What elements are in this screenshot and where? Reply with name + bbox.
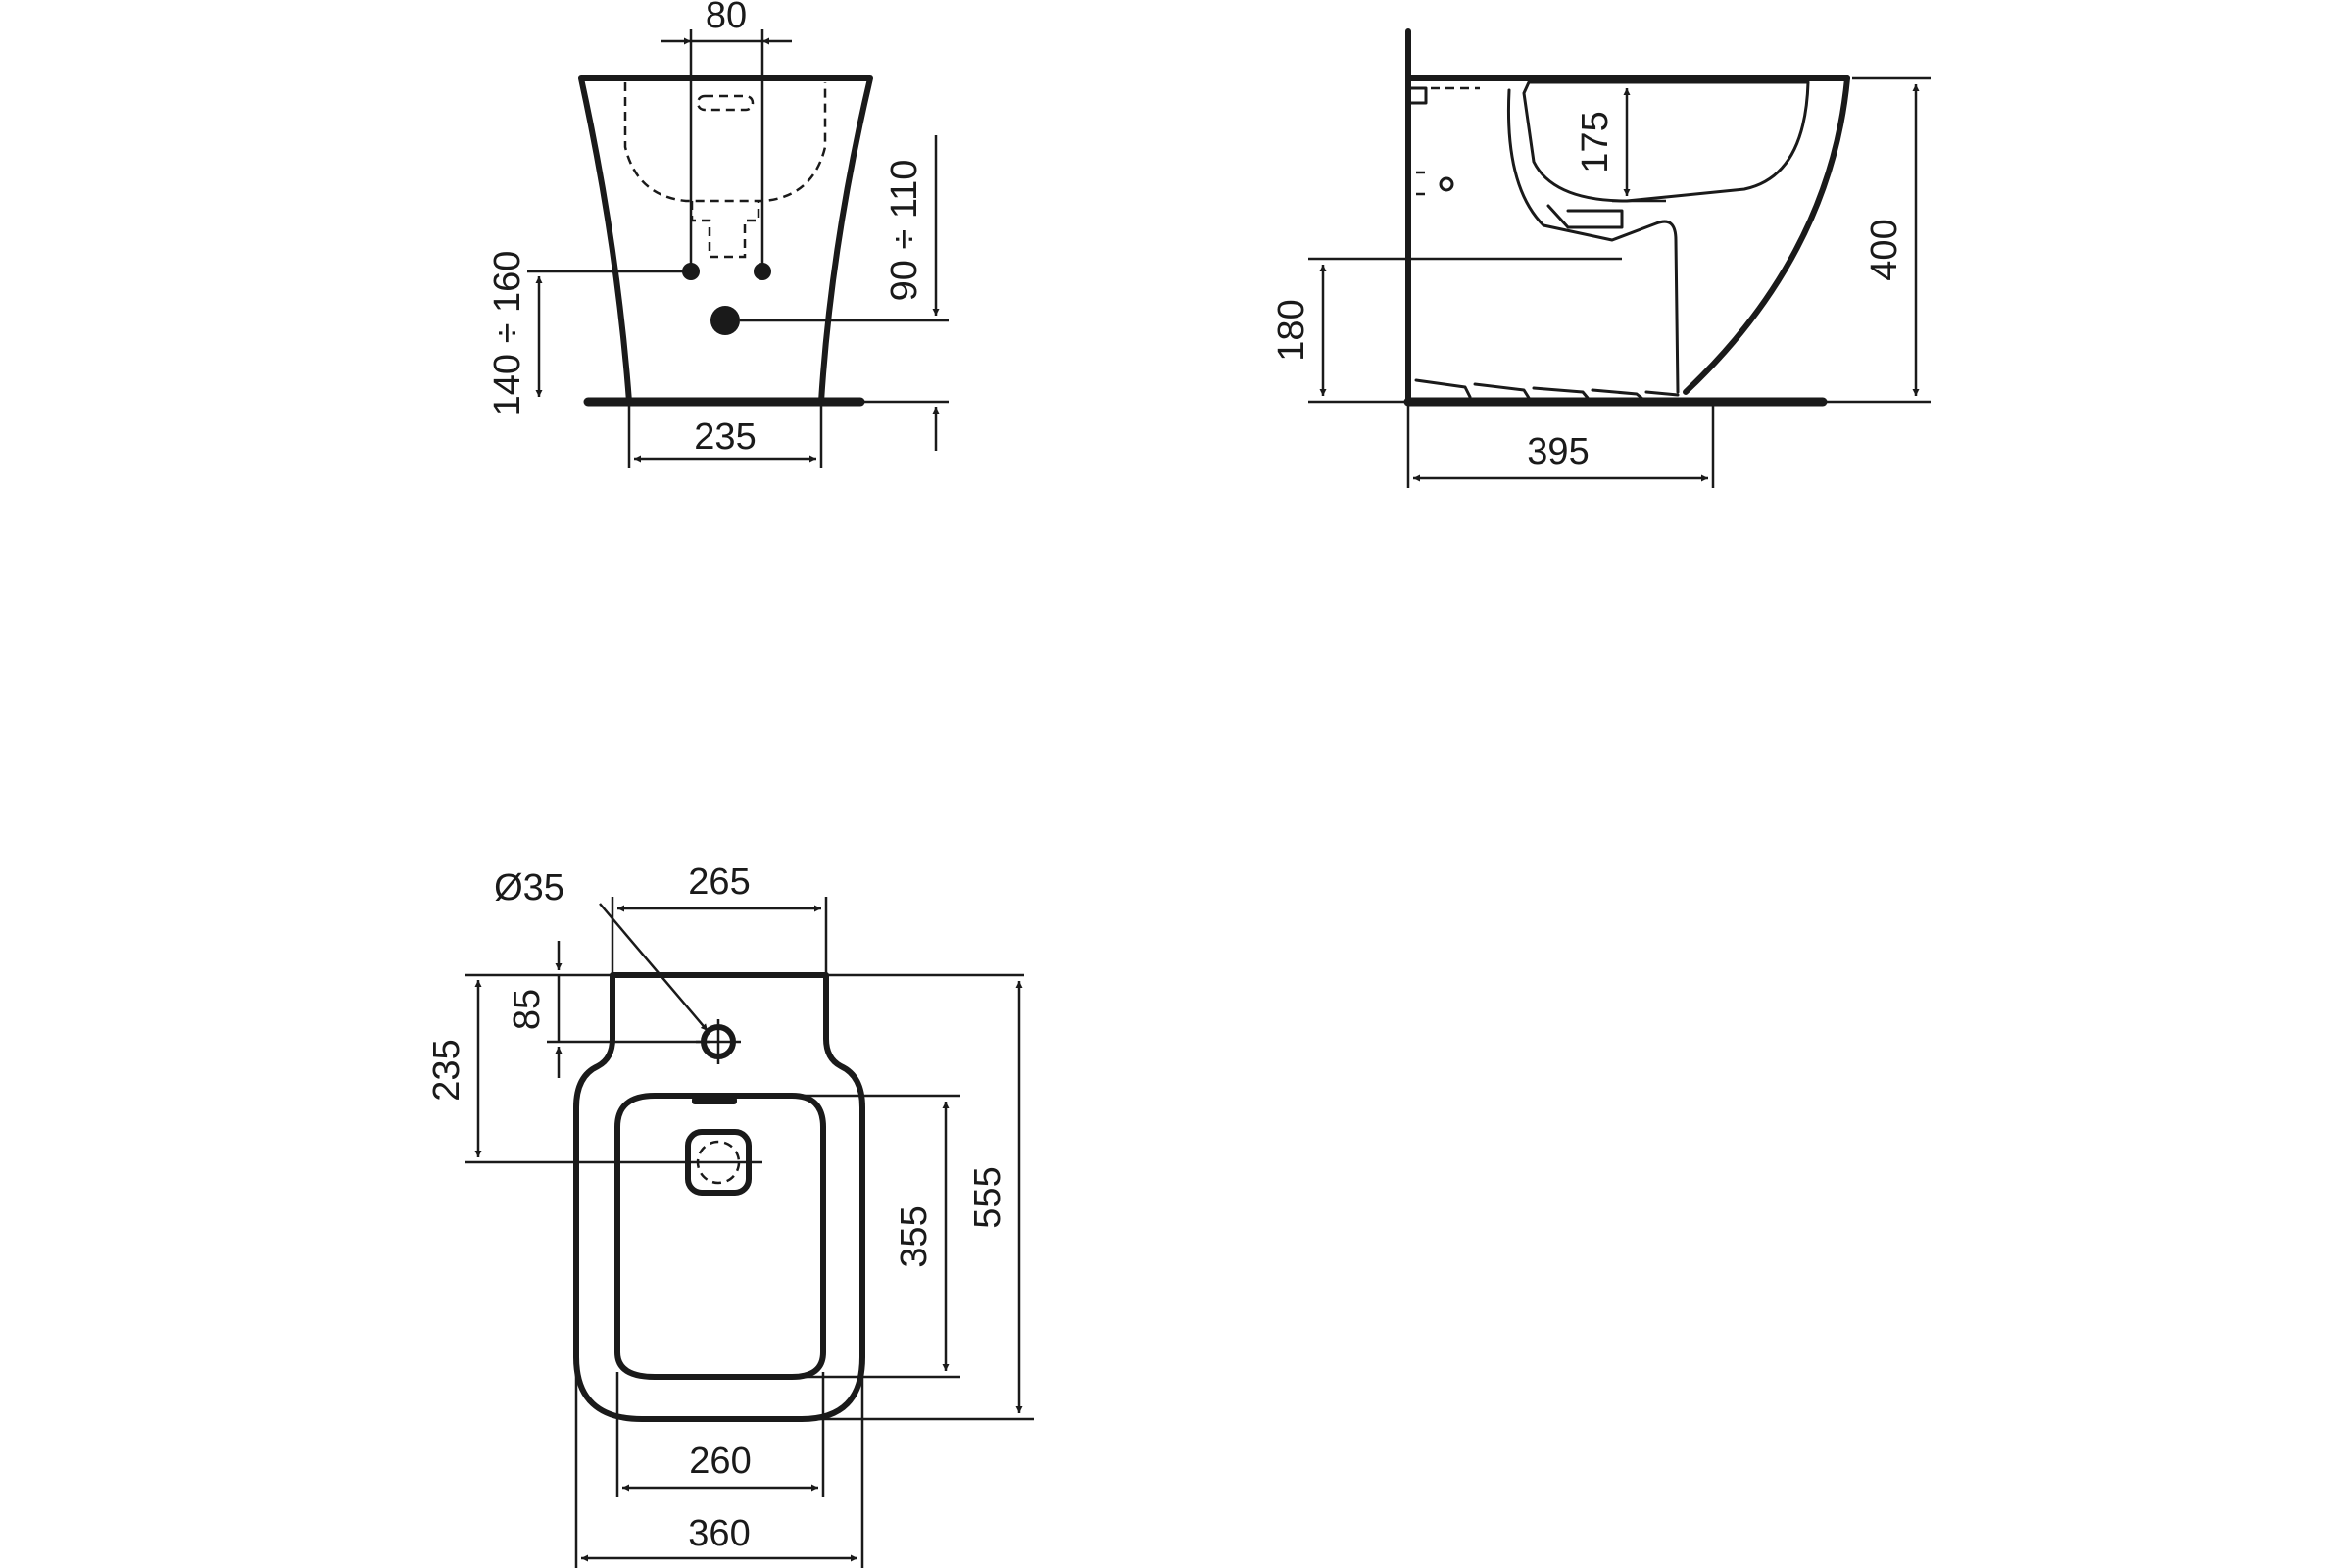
dim-label-180: 180 [1271, 299, 1312, 361]
dim-label-80: 80 [706, 0, 747, 36]
top-view: Ø35 265 85 235 355 555 260 [426, 861, 1034, 1568]
front-hidden-bowl [623, 82, 827, 203]
dim-label-360: 360 [688, 1513, 750, 1554]
front-view: 80 140 ÷ 160 90 ÷ 110 235 [487, 0, 949, 468]
dim-label-555: 555 [967, 1166, 1008, 1228]
dim-label-395: 395 [1527, 431, 1589, 472]
dim-label-235-top: 235 [426, 1039, 467, 1101]
side-base-ribs [1414, 378, 1680, 400]
dim-label-140-160: 140 ÷ 160 [487, 251, 528, 416]
dim-label-35: Ø35 [494, 867, 564, 908]
dim-label-175: 175 [1575, 111, 1616, 172]
front-overflow-slot [696, 94, 755, 112]
side-fixing-hole [1439, 176, 1454, 192]
top-outer-outline [573, 972, 865, 1422]
dim-leader-35 [599, 903, 709, 1032]
front-outlet [710, 306, 740, 335]
side-view: 175 400 180 395 [1271, 28, 1931, 488]
top-inner-bowl [614, 1093, 826, 1380]
top-overflow-slot [692, 1097, 737, 1104]
side-wall-bracket [1409, 86, 1428, 105]
front-body-outline [578, 75, 873, 405]
side-inner-bowl [1522, 80, 1810, 203]
front-hidden-trap [690, 201, 760, 259]
dim-label-355: 355 [894, 1205, 935, 1267]
dim-label-90-110: 90 ÷ 110 [884, 160, 925, 302]
dim-label-400: 400 [1864, 219, 1905, 280]
dim-label-265: 265 [688, 861, 750, 903]
side-inner-bowl-outer [1506, 88, 1680, 394]
dim-label-235-front: 235 [694, 416, 756, 458]
front-inlet-right [754, 263, 771, 280]
dim-label-260: 260 [689, 1441, 751, 1482]
front-inlet-left [682, 263, 700, 280]
side-front-outline [1683, 75, 1850, 395]
dim-label-85: 85 [507, 989, 548, 1030]
side-trap [1546, 204, 1624, 229]
